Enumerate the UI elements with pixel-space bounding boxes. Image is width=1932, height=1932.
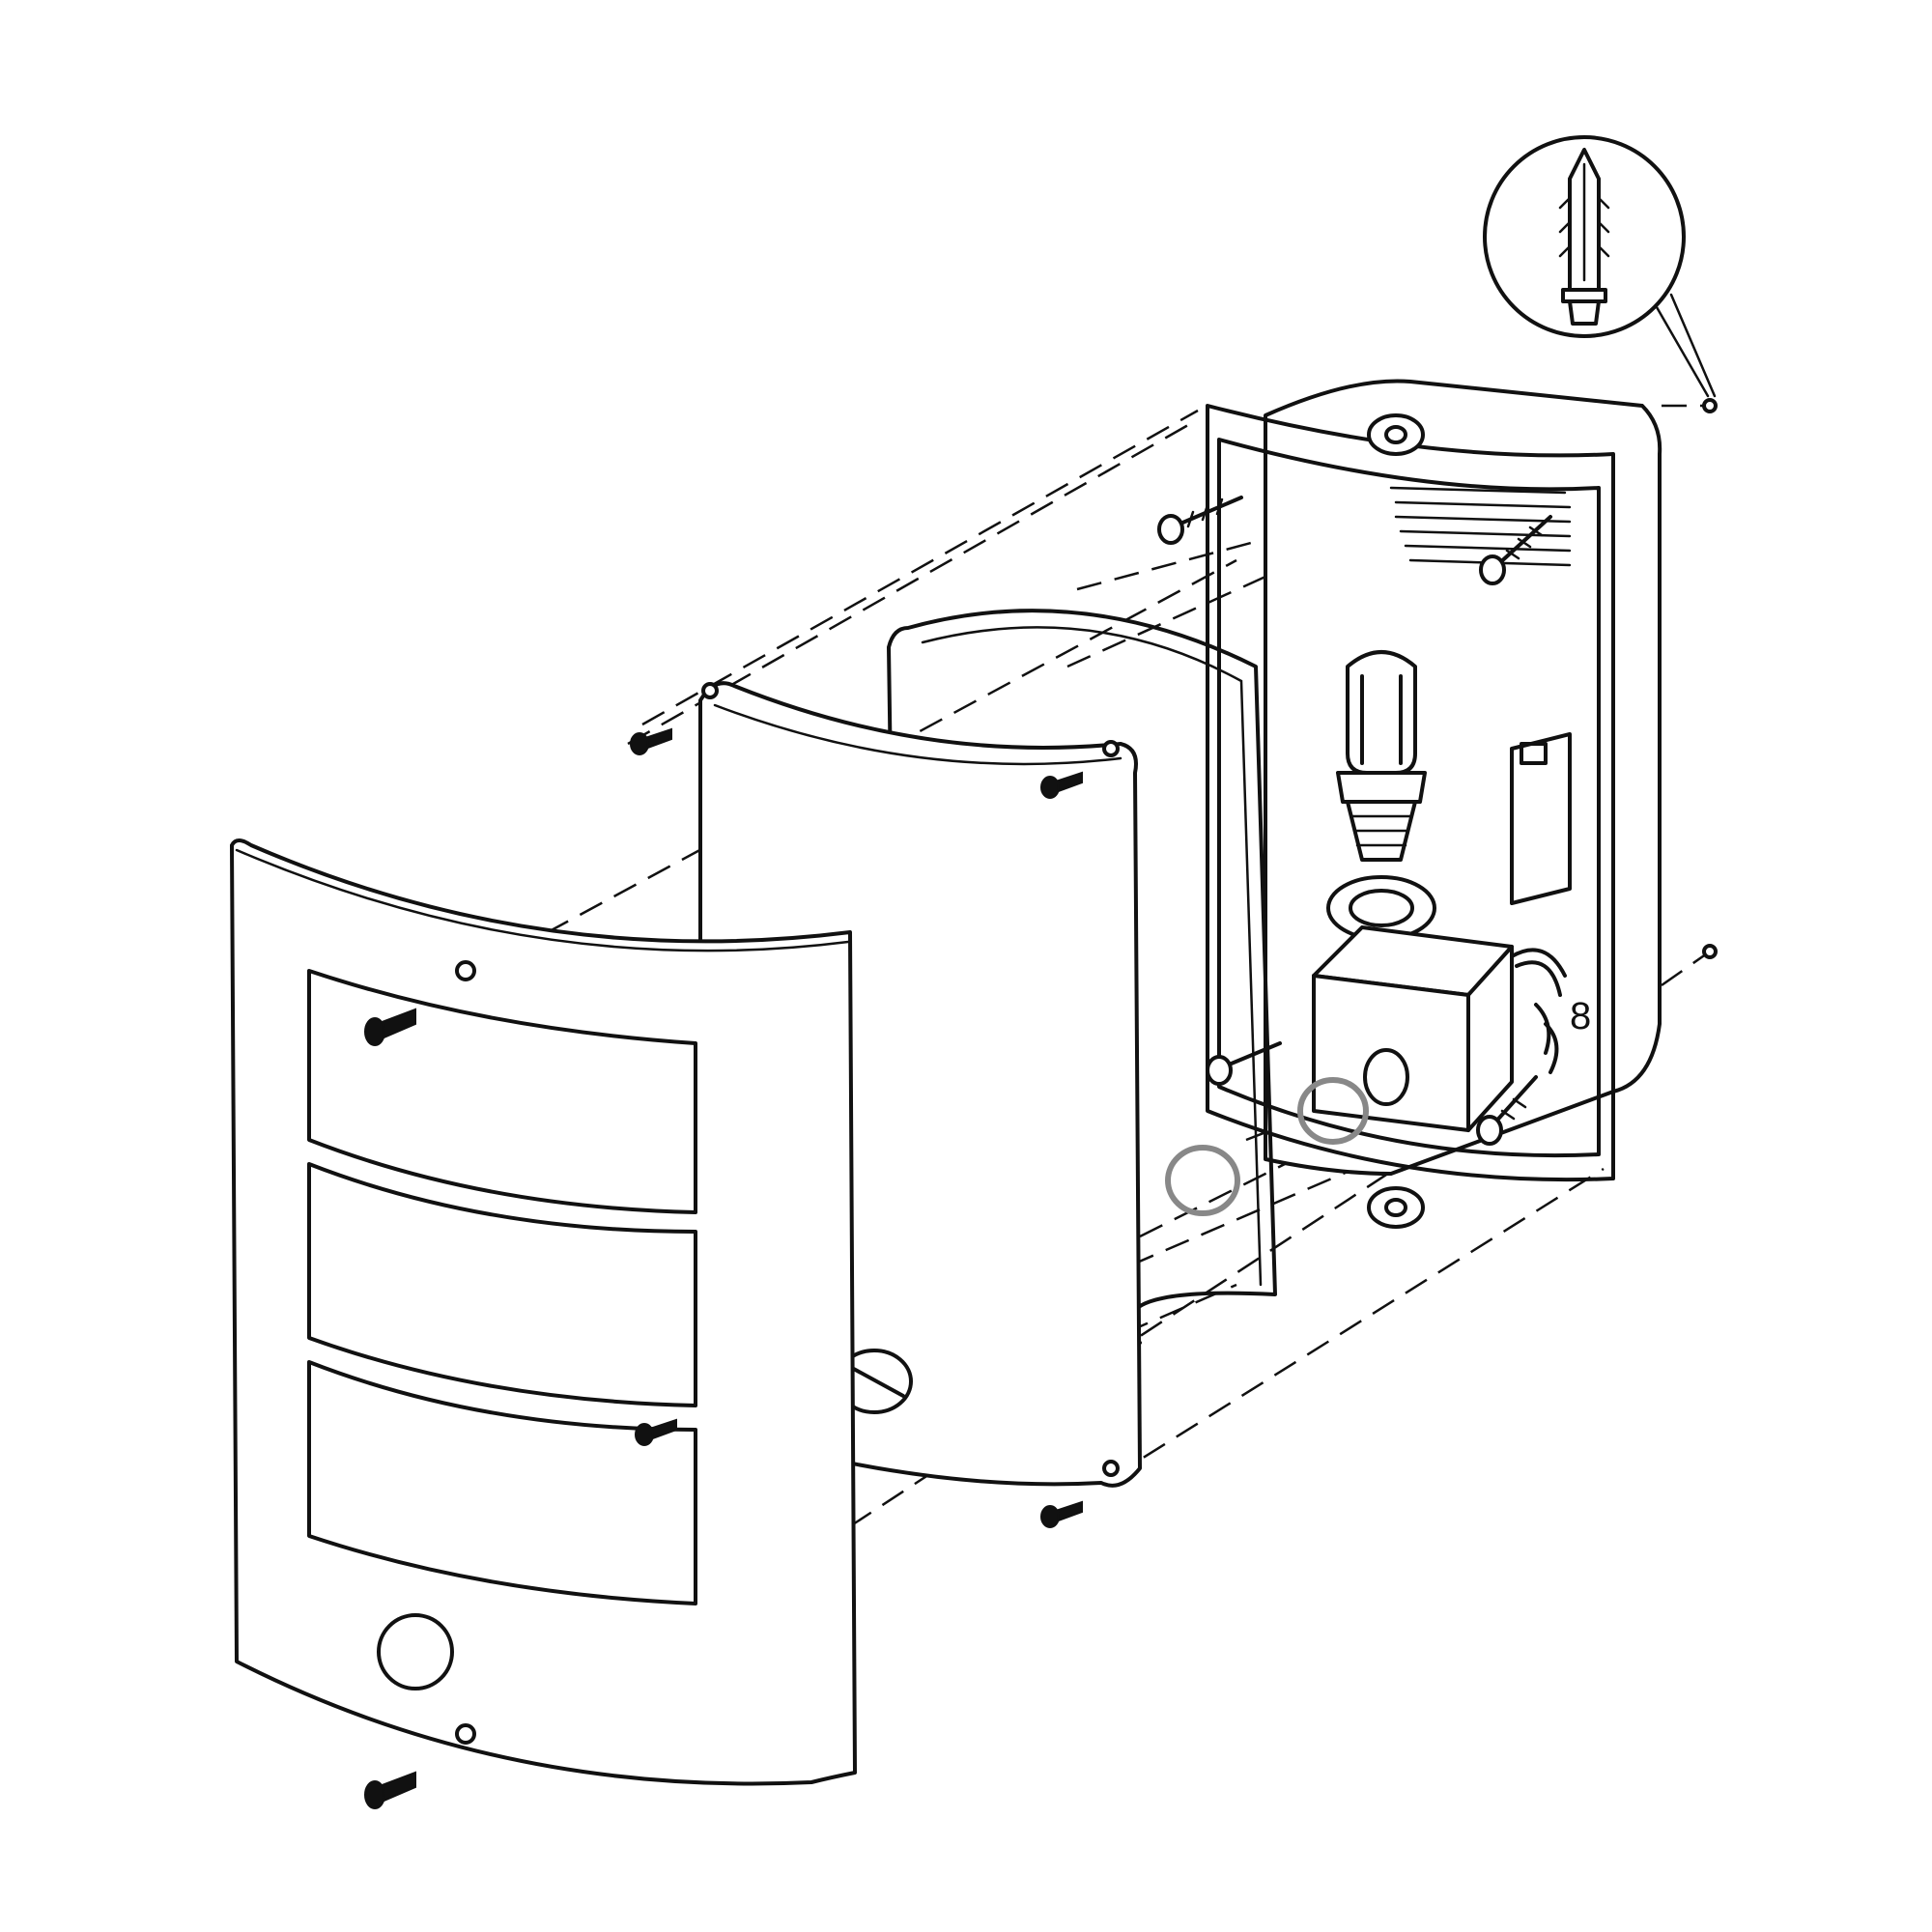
o-rings [1165,1077,1369,1216]
wall-plugs [1702,398,1718,959]
screw [364,1771,416,1809]
sensor-hole [377,1613,454,1690]
screw [1040,771,1083,799]
front-cover [230,838,857,1786]
wall-screw [1479,515,1552,585]
back-housing: 8 [1206,379,1662,1229]
screw [364,1008,416,1046]
wiring [1510,948,1567,1074]
screw [635,1418,677,1446]
wall-screw [1157,496,1243,545]
ballast-module [1510,732,1572,905]
wall-plug-detail-callout [1483,135,1717,398]
screw [630,727,672,755]
part-label: 8 [1570,995,1591,1037]
terminal-block [1312,925,1514,1132]
wall-screw [1476,1075,1538,1146]
cfl-bulb [1326,650,1436,941]
wall-plug-icon [1558,148,1610,326]
screw [1040,1500,1083,1528]
wall-screw [1206,1041,1282,1086]
cover-slots [307,969,697,1605]
screws [364,496,1552,1809]
